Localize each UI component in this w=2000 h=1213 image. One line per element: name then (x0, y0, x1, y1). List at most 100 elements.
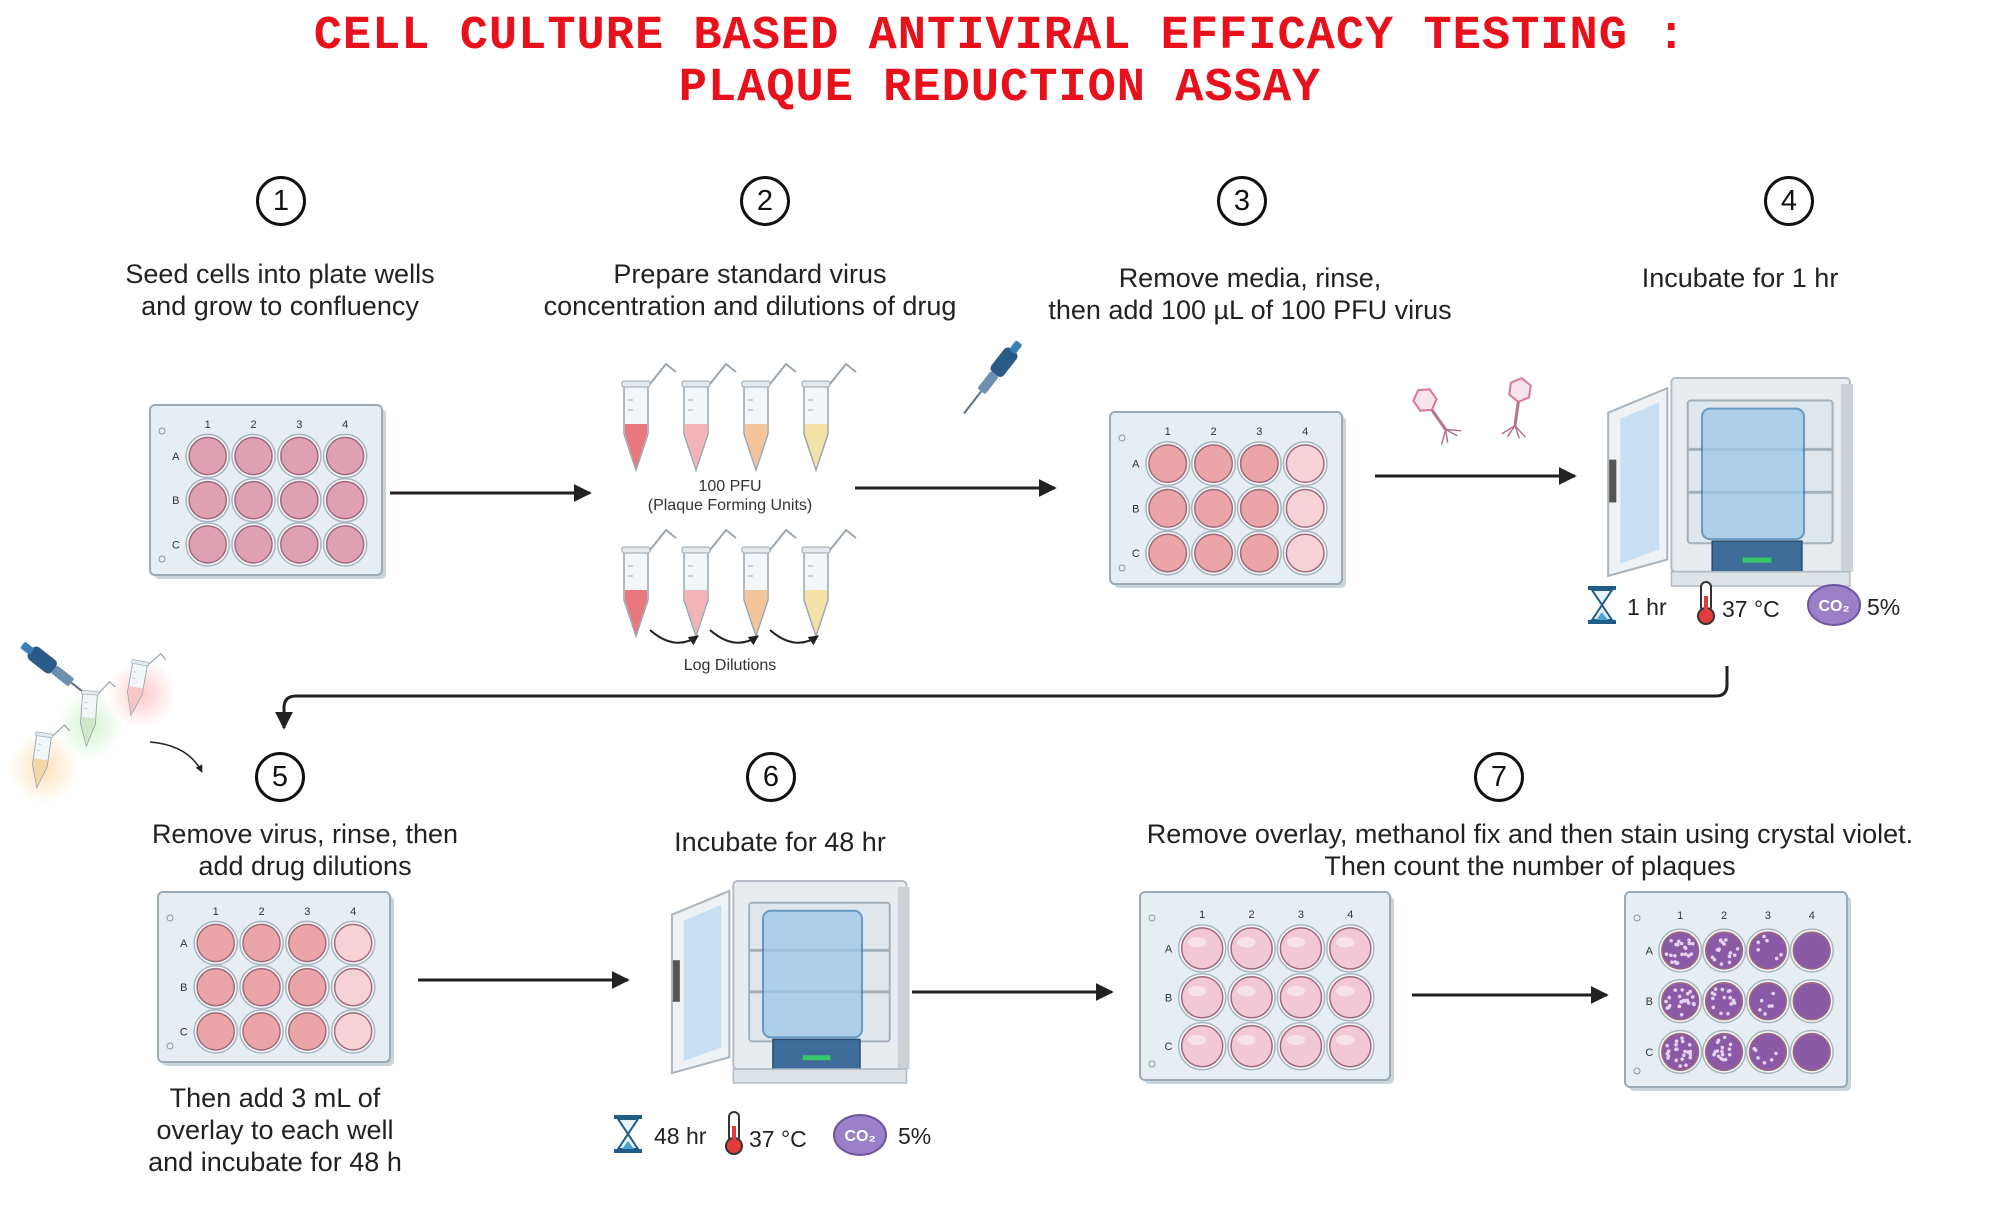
incubator-inner-door (1700, 407, 1806, 541)
plate-notch (166, 914, 174, 922)
row-label: C (180, 1026, 188, 1038)
row-label: A (1165, 943, 1173, 955)
plaque (1759, 998, 1764, 1003)
well-sheen (1187, 985, 1207, 997)
column-label: 1 (1199, 909, 1205, 921)
plaque (1727, 954, 1732, 959)
plaque (1712, 992, 1717, 997)
plaque (1691, 1001, 1696, 1006)
well-sheen (1335, 937, 1355, 948)
plaque (1666, 1054, 1671, 1058)
plaque (1720, 1049, 1724, 1054)
plaque (1679, 941, 1684, 946)
plaque (1679, 1012, 1684, 1017)
co2-badge-label: CO₂ (844, 1128, 875, 1145)
tube-cap (829, 528, 857, 551)
plaque (1721, 1057, 1725, 1062)
well-sheen (1237, 985, 1256, 997)
plaque (1711, 996, 1715, 1001)
plaque (1731, 998, 1736, 1003)
column-label: 4 (342, 419, 348, 431)
plaque (1770, 1004, 1774, 1008)
well (1230, 976, 1273, 1019)
well (1180, 976, 1224, 1019)
row-label: C (172, 539, 180, 551)
well (1180, 1024, 1224, 1068)
column-label: 4 (350, 906, 356, 918)
hourglass-sand (1596, 612, 1608, 620)
row-label: C (1645, 1047, 1653, 1059)
row-label: A (1132, 459, 1140, 471)
column-label: 4 (1347, 909, 1353, 921)
flow-arrows (149, 467, 1729, 1004)
tube-liquid (625, 590, 647, 634)
plate-notch (166, 1042, 174, 1050)
incubator-handle (1609, 459, 1617, 503)
step-5-overlay-line-2: overlay to each well (156, 1115, 394, 1145)
plaque (1715, 1049, 1720, 1053)
plaque (1767, 1004, 1772, 1008)
plaque (1690, 995, 1695, 999)
column-label: 4 (1302, 426, 1308, 438)
plaque (1715, 947, 1720, 952)
well (1748, 1032, 1788, 1072)
plaque (1677, 1004, 1682, 1009)
column-label: 2 (1721, 910, 1727, 922)
plaque (1685, 998, 1690, 1003)
row-label: B (172, 495, 179, 507)
plaque (1683, 952, 1688, 957)
well-sheen (1286, 1034, 1306, 1046)
arrow-icon (275, 666, 1729, 730)
plaque (1719, 962, 1724, 966)
tube-liquid (81, 717, 96, 745)
hourglass-bottom (614, 1149, 642, 1153)
tube-rim (81, 690, 100, 696)
plaque (1732, 953, 1737, 957)
column-label: 2 (1210, 426, 1216, 438)
well (1279, 927, 1323, 970)
plaque (1673, 954, 1677, 958)
row-label: A (180, 938, 188, 950)
plaque (1728, 951, 1733, 955)
well (280, 436, 319, 476)
row-label: B (1165, 992, 1172, 1004)
hourglass-top (1588, 586, 1616, 590)
microtube-icon (801, 362, 857, 473)
incubator-door-window (1620, 402, 1660, 564)
plaque (1716, 1054, 1721, 1059)
microtube-icon (621, 528, 677, 639)
tube-cap (829, 362, 857, 385)
plaque (1762, 1060, 1767, 1065)
hourglass-bottom (1588, 620, 1616, 624)
plaque (1727, 960, 1732, 965)
virus-particle-icon (1412, 388, 1462, 445)
tube-rim (741, 380, 771, 388)
microtube-icon (621, 362, 677, 473)
plaque (1665, 1043, 1669, 1048)
plaque (1728, 995, 1732, 1000)
plaque (1669, 953, 1673, 958)
plaque (1674, 1039, 1679, 1043)
plaque (1688, 1052, 1693, 1057)
plaque (1674, 942, 1678, 947)
step-1-caption-line-1: Seed cells into plate wells (125, 259, 435, 289)
plaque (1687, 1042, 1692, 1047)
tube-cap (709, 528, 737, 551)
hourglass-icon (1588, 586, 1616, 624)
well (1792, 931, 1831, 970)
tube-rim (681, 380, 711, 388)
tube-liquid (745, 590, 767, 634)
plaque (1727, 1052, 1732, 1057)
step-4-caption: Incubate for 1 hr (1590, 262, 1890, 294)
microtube-icon (801, 528, 857, 639)
well (1285, 533, 1325, 573)
plaque (1674, 1042, 1678, 1047)
microtubes (621, 362, 857, 639)
incubator-side (897, 886, 910, 1070)
plaque (1667, 995, 1672, 1000)
tube-liquid (805, 590, 827, 634)
